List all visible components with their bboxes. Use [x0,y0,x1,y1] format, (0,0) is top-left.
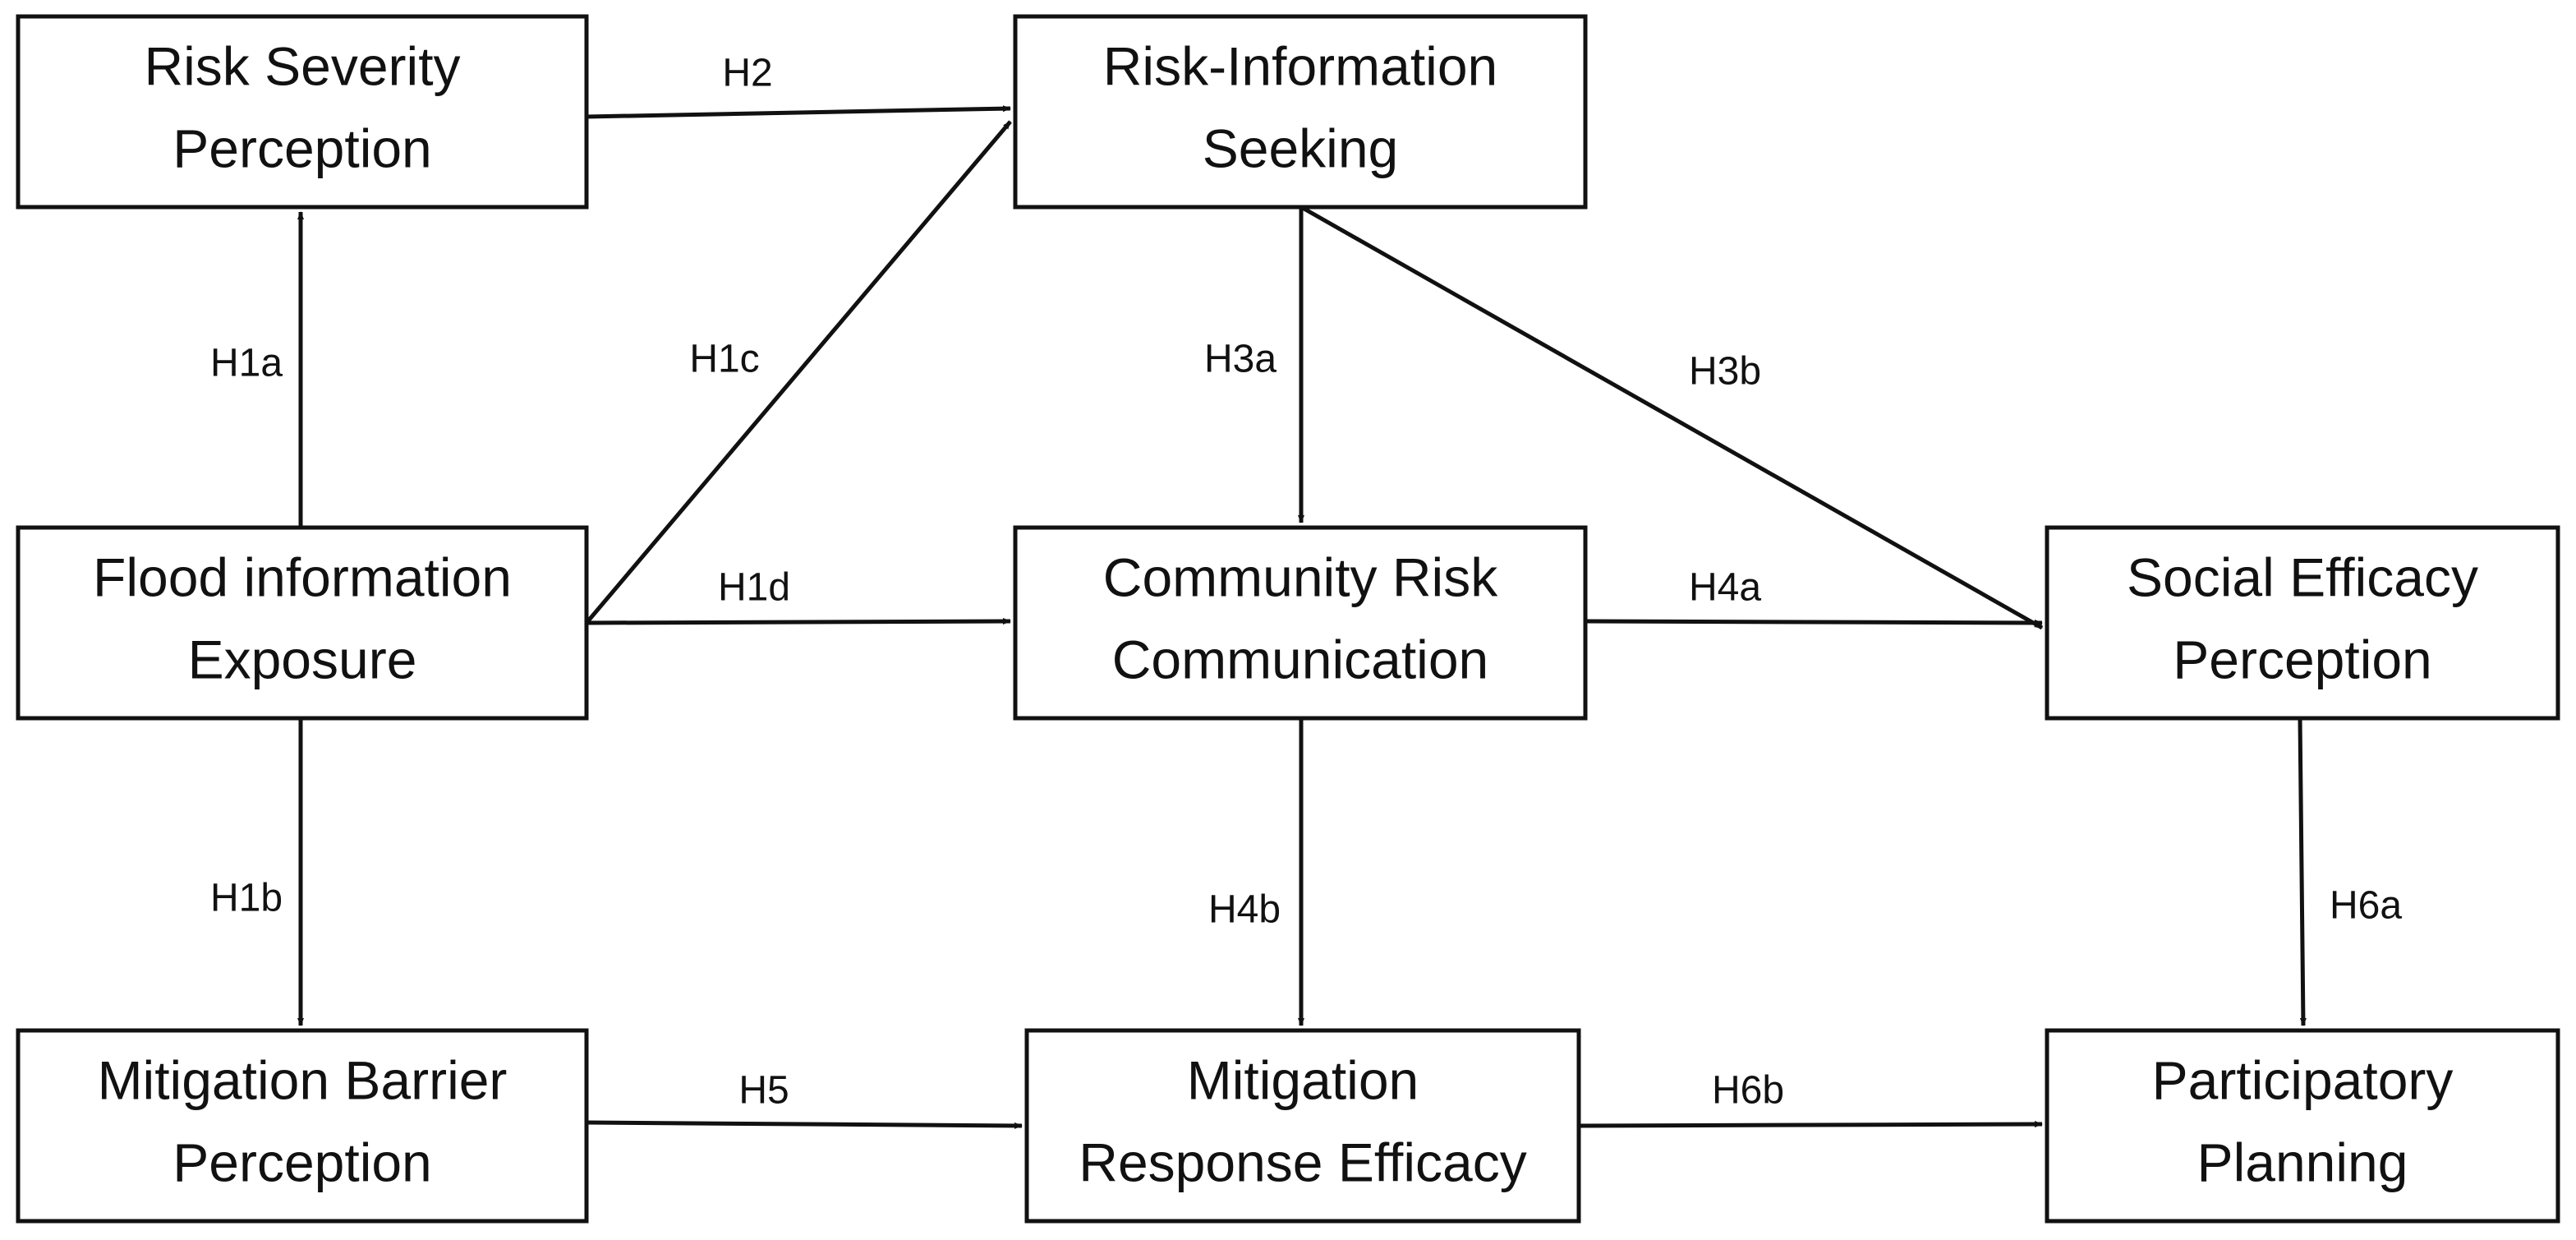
edge-label: H2 [722,52,772,95]
edge-h6b: H6b [1578,1069,2043,1128]
node-label-line: Perception [172,118,432,178]
node-label-line: Perception [2173,629,2432,689]
node-label-line: Response Efficacy [1079,1132,1526,1192]
edge-h1b: H1b [210,718,304,1026]
edge-label: H1c [689,338,759,381]
edge-h3b: H3b [1300,205,2044,630]
node-box [1013,14,1588,210]
node-label-line: Social Efficacy [2127,546,2478,607]
node-box [1013,525,1588,721]
node-label-line: Seeking [1203,118,1399,178]
edge-label: H4a [1689,566,1761,610]
edge-label: H3b [1689,350,1761,394]
edge-h1c: H1c [585,120,1012,625]
node-label-line: Risk-Information [1103,35,1497,96]
node-box [16,1028,589,1224]
edge-label: H4b [1208,888,1281,932]
edge-h4a: H4a [1585,566,2043,626]
edge-h3a: H3a [1204,207,1304,523]
edge-label: H6a [2330,884,2402,928]
edge-label: H6b [1712,1069,1784,1113]
node-label-line: Exposure [188,629,417,689]
node-label-line: Perception [172,1132,432,1192]
edge-label: H5 [738,1069,789,1113]
node-label-line: Community Risk [1103,546,1498,607]
edge-h2: H2 [586,52,1011,119]
edge-arrow [586,1120,1023,1129]
node-label-line: Risk Severity [144,35,460,96]
edge-h5: H5 [586,1069,1023,1129]
node-box [16,14,589,210]
edge-h6a: H6a [2298,717,2402,1026]
edge-arrow [1578,1121,2043,1128]
edge-arrow [585,120,1012,625]
edge-label: H1d [718,566,790,610]
node-box [2045,525,2560,721]
node-box [1024,1028,1581,1224]
edge-arrow [586,618,1011,625]
edge-label: H1a [210,342,283,385]
edge-h4b: H4b [1208,718,1304,1026]
node-box [16,525,589,721]
edge-h1a: H1a [210,211,304,528]
node-label-line: Participatory [2152,1049,2454,1110]
node-label-line: Flood information [93,546,512,607]
node-label-line: Communication [1112,629,1489,689]
node-box [2045,1028,2560,1224]
node-label-line: Mitigation [1187,1049,1419,1110]
edge-arrow [1300,205,2044,630]
edge-label: H1b [210,877,283,920]
edge-h1d: H1d [586,566,1011,625]
node-label-line: Planning [2197,1132,2408,1192]
node-label-line: Mitigation Barrier [98,1049,508,1110]
edge-arrow [1585,619,2043,626]
edge-arrow [2298,717,2307,1026]
edge-arrow [586,105,1011,119]
edge-label: H3a [1204,338,1276,381]
